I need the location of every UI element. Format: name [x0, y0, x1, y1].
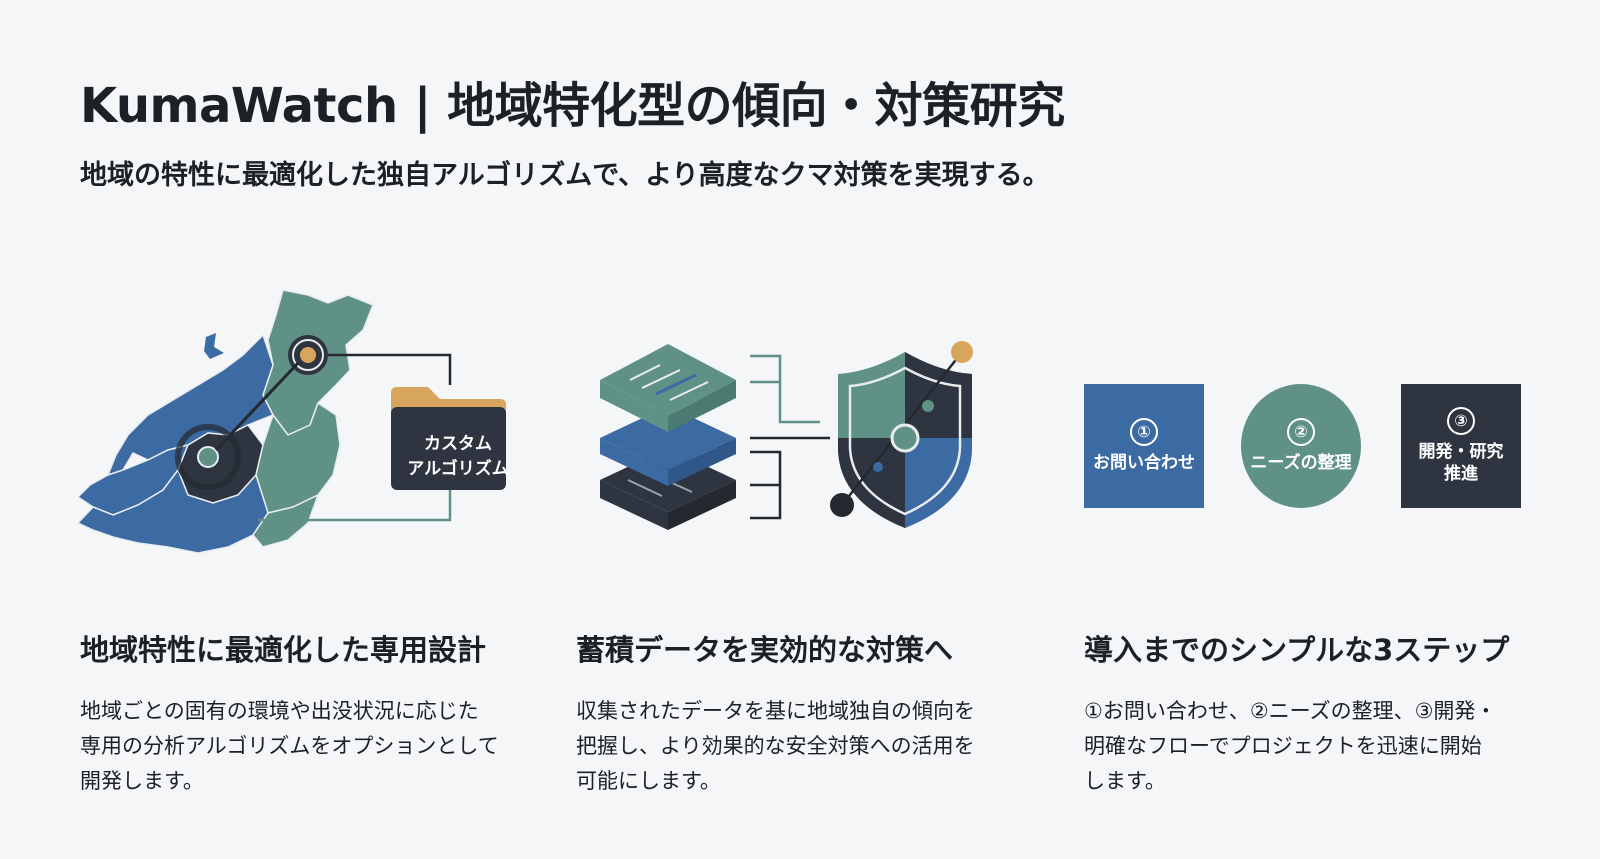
column-2-heading: 蓄積データを実効的な対策へ [576, 633, 954, 667]
data-shield-illustration [600, 341, 973, 530]
step-2-circle: ② ニーズの整理 [1241, 384, 1361, 508]
column-1-line: 開発します。 [80, 769, 204, 793]
column-1-line: 地域ごとの固有の環境や出没状況に応じた [80, 699, 479, 723]
column-2-body: 収集されたデータを基に地域独自の傾向を 把握し、より効果的な安全対策への活用を … [576, 694, 1036, 799]
step-2-label: ニーズの整理 [1250, 453, 1352, 473]
column-3-heading: 導入までのシンプルな3ステップ [1084, 633, 1510, 667]
column-2-line: 収集されたデータを基に地域独自の傾向を [576, 699, 975, 723]
step-1-label: お問い合わせ [1093, 453, 1195, 473]
shield-icon [830, 341, 973, 528]
step-1-box: ① お問い合わせ [1084, 384, 1204, 508]
folder-label: カスタム アルゴリズム [407, 434, 509, 479]
column-2-line: 可能にします。 [576, 769, 721, 793]
step-3-number: ③ [1447, 407, 1475, 435]
column-3-body: ①お問い合わせ、②ニーズの整理、③開発・ 明確なフローでプロジェクトを迅速に開始… [1084, 694, 1544, 799]
step-3-label: 開発・研究 推進 [1418, 442, 1504, 484]
data-layers-icon [600, 344, 736, 530]
regional-map-illustration [78, 289, 506, 554]
column-1-heading: 地域特性に最適化した専用設計 [80, 633, 487, 667]
column-1-body: 地域ごとの固有の環境や出没状況に応じた 専用の分析アルゴリズムをオプションとして… [80, 694, 540, 799]
folder-icon [391, 387, 506, 490]
step-1-number: ① [1130, 418, 1158, 446]
column-1-line: 専用の分析アルゴリズムをオプションとして [80, 734, 499, 758]
column-3-line: ①お問い合わせ、②ニーズの整理、③開発・ [1084, 699, 1497, 723]
page-title: KumaWatch | 地域特化型の傾向・対策研究 [80, 78, 1065, 134]
column-3-line: します。 [1084, 769, 1166, 793]
map-icon [78, 289, 374, 554]
step-3-box: ③ 開発・研究 推進 [1401, 384, 1521, 508]
column-2-line: 把握し、より効果的な安全対策への活用を [576, 734, 975, 758]
step-2-number: ② [1287, 418, 1315, 446]
page-subtitle: 地域の特性に最適化した独自アルゴリズムで、より高度なクマ対策を実現する。 [80, 160, 1050, 191]
column-3-line: 明確なフローでプロジェクトを迅速に開始 [1084, 734, 1482, 758]
